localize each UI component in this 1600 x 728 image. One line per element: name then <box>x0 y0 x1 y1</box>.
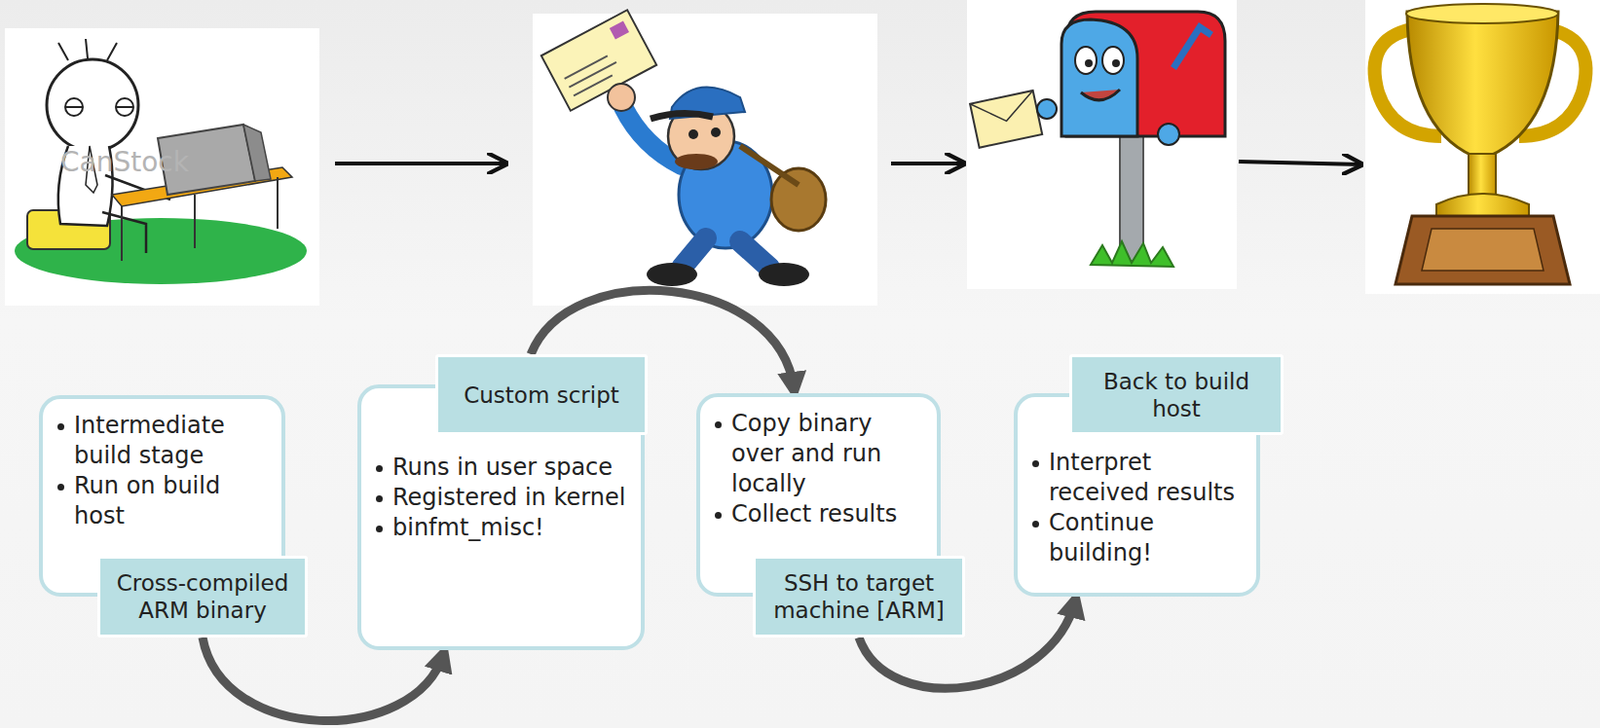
bullet-dot <box>375 525 383 533</box>
mailbox-illustration <box>967 0 1237 290</box>
bullet-dot <box>375 495 383 503</box>
bullet-dot <box>57 423 65 431</box>
bullet-dot <box>1032 460 1040 468</box>
bullet-text: Interpret received results <box>1031 447 1249 509</box>
label-text: Custom script <box>463 381 620 410</box>
step-label: SSH to target machine [ARM] <box>752 556 966 638</box>
bullet-text: Collect results <box>713 499 930 530</box>
label-text: Back to build host <box>1081 368 1271 423</box>
step-label: Custom script <box>435 354 648 436</box>
bullet-text: Registered in kernel <box>374 483 633 514</box>
step-label: Back to build host <box>1069 354 1284 436</box>
bullet-text: Intermediate build stage <box>56 410 274 472</box>
flow-arrows <box>334 161 1362 165</box>
bullet-text: binfmt_misc! <box>374 513 633 544</box>
bullet-text: Continue building! <box>1031 508 1249 569</box>
bullet-dot <box>375 465 383 473</box>
label-text: Cross-compiled ARM binary <box>110 569 296 625</box>
bullet-text: Copy binary over and run locally <box>713 409 930 500</box>
bullet-text: Run on build host <box>56 471 274 532</box>
bullet-dot <box>57 483 65 491</box>
step-label: Cross-compiled ARM binary <box>97 556 308 638</box>
bullet-dot <box>714 512 722 520</box>
label-text: SSH to target machine [ARM] <box>765 569 953 625</box>
trophy-illustration <box>1365 0 1600 295</box>
bullet-dot <box>714 421 722 429</box>
bullet-dot <box>1032 520 1040 528</box>
developer-illustration <box>4 28 320 306</box>
bullet-text: Runs in user space <box>374 452 633 484</box>
watermark: CanStock <box>60 146 189 179</box>
mailman-illustration <box>532 9 878 306</box>
